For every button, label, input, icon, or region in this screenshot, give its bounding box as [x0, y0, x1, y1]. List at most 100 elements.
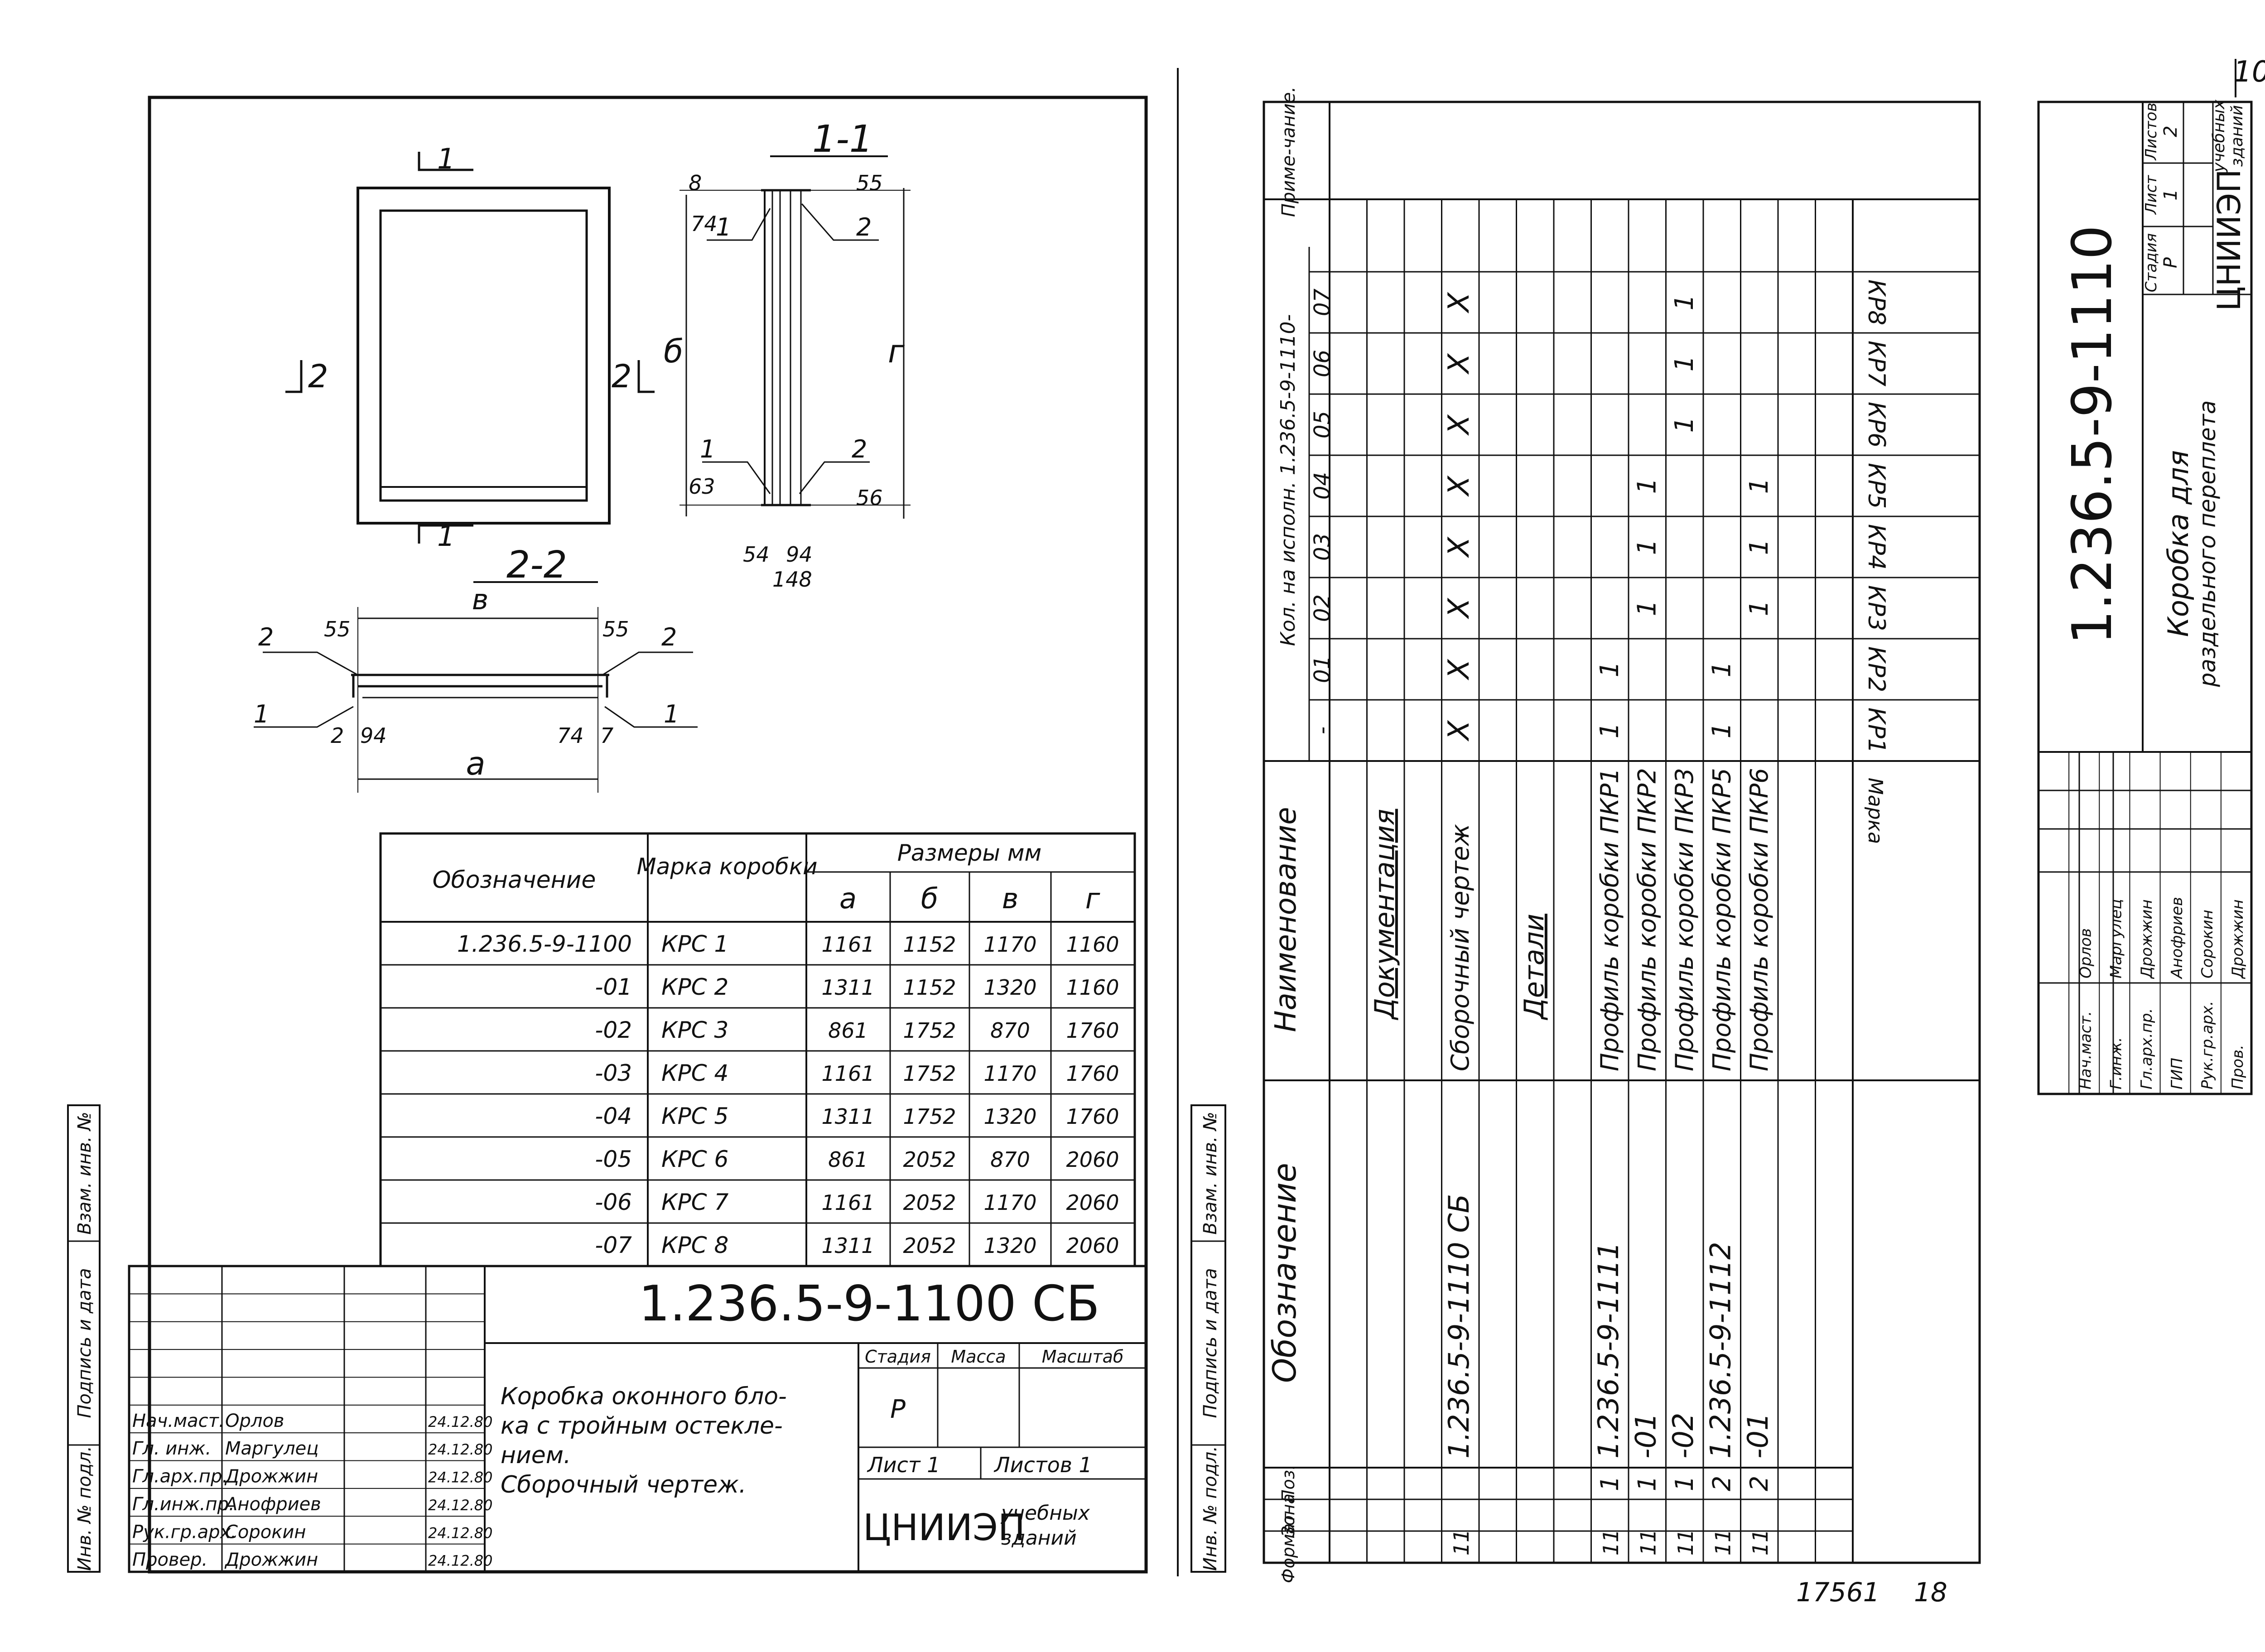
spec-header-designation: Обозначение — [433, 867, 596, 894]
bom-qty-cell: X — [1442, 659, 1476, 680]
bom-mark: КР6 — [1863, 402, 1890, 448]
page-number: 18 — [1914, 1577, 1947, 1608]
spec-v: 1170 — [983, 1061, 1036, 1086]
bom-qty-cell: X — [1442, 414, 1476, 436]
stamp-inv-podl: Инв. № подл. — [74, 1446, 95, 1571]
spec-mark: КРС 2 — [661, 974, 728, 1000]
signer-date: 24.12.80 — [428, 1413, 493, 1430]
section-mark-top: 1 — [437, 142, 455, 175]
bom-qty-cell: 1 — [1707, 661, 1736, 678]
right-sheet-header: Лист — [2142, 175, 2160, 215]
signer-role: Нач.маст. — [132, 1411, 225, 1431]
signer-role: Гл.арх.пр. — [132, 1466, 228, 1487]
left-title-line-4: Сборочный чертеж. — [501, 1471, 747, 1498]
spec-g: 1760 — [1066, 1018, 1119, 1043]
bom-qty-cell: 1 — [1632, 539, 1662, 555]
rtb-signer-name: Анофриев — [2168, 897, 2186, 979]
right-sheets-header: Листов — [2142, 102, 2160, 161]
section-2-2-title: 2-2 — [506, 544, 567, 587]
dim-74-22: 74 — [557, 723, 584, 748]
signer-name: Орлов — [225, 1411, 284, 1431]
bom-mark: КР1 — [1863, 708, 1890, 753]
spec-header-sizes: Размеры мм — [897, 840, 1041, 866]
rtb-signer-role: ГИП — [2168, 1058, 2186, 1089]
callout-1-bottom: 1 — [700, 435, 715, 463]
left-org-sub2: зданий — [1001, 1527, 1077, 1550]
left-doc-code: 1.236.5-9-1100 СБ — [639, 1276, 1100, 1332]
signer-name: Анофриев — [224, 1494, 321, 1515]
bom-header-name: Наименование — [1269, 807, 1303, 1032]
bom-qty-cell: 1 — [1707, 722, 1736, 739]
spec-g: 1160 — [1066, 932, 1119, 957]
spec-v: 1320 — [983, 975, 1036, 1000]
bom-designation: 1.236.5-9-1112 — [1704, 1242, 1737, 1459]
spec-a: 861 — [828, 1018, 868, 1043]
right-sheet: Инв. № подл. Подпись и дата Взам. инв. №… — [1190, 87, 2253, 1583]
signer-name: Сорокин — [225, 1522, 306, 1542]
bom-pos: 2 — [1745, 1476, 1773, 1491]
bom-qty-cell: 1 — [1595, 661, 1624, 678]
signer-date: 24.12.80 — [428, 1524, 493, 1541]
bom-qty-cell: X — [1442, 720, 1476, 742]
callout-1-top: 1 — [716, 213, 731, 241]
rstamp-signature-date: Подпись и дата — [1200, 1268, 1221, 1418]
left-stage-value: Р — [890, 1395, 906, 1424]
spec-b: 1152 — [903, 975, 956, 1000]
signer-name: Дрожжин — [224, 1550, 318, 1570]
signer-date: 24.12.80 — [428, 1552, 493, 1570]
dim-label-v: в — [472, 583, 489, 616]
bom-designation: -01 — [1741, 1413, 1774, 1459]
spec-mark: КРС 7 — [661, 1189, 728, 1215]
spec-designation: -02 — [595, 1017, 632, 1043]
spec-designation: 1.236.5-9-1100 — [457, 931, 632, 957]
rtb-signer-role: Рук.гр.арх. — [2198, 1001, 2217, 1089]
bom-name: Профиль коробки ПКР6 — [1745, 768, 1773, 1071]
right-side-stamp: Инв. № подл. Подпись и дата Взам. инв. № — [1190, 1104, 1226, 1573]
bom-qty-cell: 1 — [1632, 478, 1662, 494]
spec-table: Обозначение Марка коробки Размеры мм а б… — [379, 832, 1136, 1267]
right-title-2: раздельного переплета — [2194, 400, 2221, 688]
section-1-1: 1-1 8 74 55 63 56 54 94 148 б г — [664, 118, 911, 592]
bom-name: Профиль коробки ПКР2 — [1633, 768, 1661, 1071]
bom-mark: КР4 — [1863, 524, 1890, 570]
rtb-signer-name: Дрожжин — [2138, 899, 2156, 979]
rtb-signer-name: Маргулец — [2107, 899, 2125, 978]
bom-name: Документация — [1369, 809, 1401, 1021]
right-doc-code: 1.236.5-9-1110 — [2061, 225, 2124, 645]
bom-qty-cell: X — [1442, 475, 1476, 497]
signer-role: Провер. — [132, 1550, 207, 1570]
stamp-replacement: Взам. инв. № — [74, 1112, 95, 1235]
left-sheets-label: Листов 1 — [993, 1453, 1092, 1477]
right-org-sub2: зданий — [2228, 105, 2246, 167]
spec-mark: КРС 6 — [661, 1146, 728, 1172]
section-mark-right: 2 — [612, 358, 632, 395]
dim-label-b: б — [664, 333, 683, 370]
left-mass-header: Масса — [951, 1347, 1006, 1367]
rtb-signer-role: Нач.маст. — [2077, 1011, 2095, 1089]
right-title-1: Коробка для — [2162, 450, 2195, 637]
bom-header-designation: Обозначение — [1266, 1163, 1303, 1383]
bom-format: 11 — [1599, 1529, 1623, 1556]
bom-header-qty: Кол. на исполн. 1.236.5-9-1110- — [1277, 314, 1300, 646]
rtb-signer-role: Г.инж. — [2107, 1037, 2125, 1089]
signer-role: Гл. инж. — [132, 1438, 211, 1459]
bom-format: 11 — [1711, 1529, 1735, 1556]
spec-b: 2052 — [903, 1147, 956, 1172]
signer-role: Гл.инж.пр. — [132, 1494, 235, 1515]
spec-designation: -01 — [595, 974, 632, 1000]
left-title-line-2: ка с тройным остекле- — [501, 1412, 783, 1440]
spec-designation: -07 — [595, 1232, 632, 1258]
callout-2-top: 2 — [856, 213, 872, 241]
spec-v: 870 — [990, 1018, 1030, 1043]
corner-mark: 10 — [2233, 55, 2265, 89]
left-sheet: 1 1 2 2 1-1 8 74 55 — [67, 68, 1179, 1576]
rtb-signer-name: Сорокин — [2198, 910, 2217, 978]
spec-header-g: г — [1085, 882, 1100, 915]
bom-name: Детали — [1518, 914, 1550, 1021]
spec-a: 1161 — [821, 1190, 874, 1215]
bom-qty-cell: 1 — [1632, 600, 1662, 616]
bom-pos: 1 — [1670, 1476, 1699, 1491]
